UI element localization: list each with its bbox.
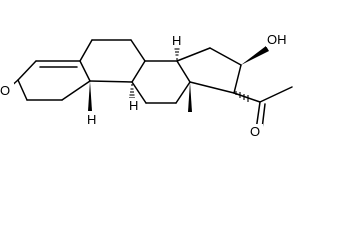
atom-labels: O O OH H H H <box>0 31 292 139</box>
bond-c14-c15 <box>176 47 211 62</box>
wedge-c10-methyl <box>88 81 92 111</box>
bond-c13-c12 <box>175 81 191 104</box>
bond-c5-c10 <box>79 60 91 82</box>
bond-c16-c17 <box>233 64 242 94</box>
hydroxyl-label: OH <box>267 32 287 47</box>
ketone-oxygen-label: O <box>0 83 10 98</box>
molecule-drawing: O O OH H H H <box>0 31 293 139</box>
acetyl-oxygen-label: O <box>250 124 260 139</box>
bond-c10-c1 <box>61 80 91 101</box>
hash-c14-h <box>174 45 180 60</box>
wedge-c13-methyl <box>188 82 192 112</box>
bond-c17-c20 <box>233 92 261 103</box>
bond-c3-c4 <box>17 60 37 81</box>
wedge-c16-oh <box>241 46 269 65</box>
bond-c15-c16 <box>209 47 242 66</box>
hydrogen-c9-label: H <box>129 98 138 113</box>
ring-c <box>131 60 191 104</box>
hash-c17-acetyl <box>235 91 249 102</box>
bond-c5-c6 <box>79 39 93 62</box>
ring-d <box>176 47 242 94</box>
hydrogen-c8-label: H <box>87 112 96 127</box>
bond-c14-c13 <box>176 60 191 83</box>
bond-c20-c21 <box>259 86 293 103</box>
bond-c17-c13 <box>189 81 235 94</box>
bond-c8-c9 <box>131 60 146 83</box>
ring-b <box>79 39 146 83</box>
ring-a <box>7 60 91 101</box>
stereo-bonds <box>88 45 269 112</box>
bond-c9-c10 <box>89 80 133 83</box>
bond-c7-c8 <box>130 39 146 62</box>
hydrogen-c14-label: H <box>172 33 181 48</box>
acetyl-group <box>233 86 293 131</box>
bond-c2-c3 <box>17 79 28 101</box>
structural-formula: O O OH H H H <box>0 31 293 139</box>
bond-c11-c9 <box>131 81 147 104</box>
